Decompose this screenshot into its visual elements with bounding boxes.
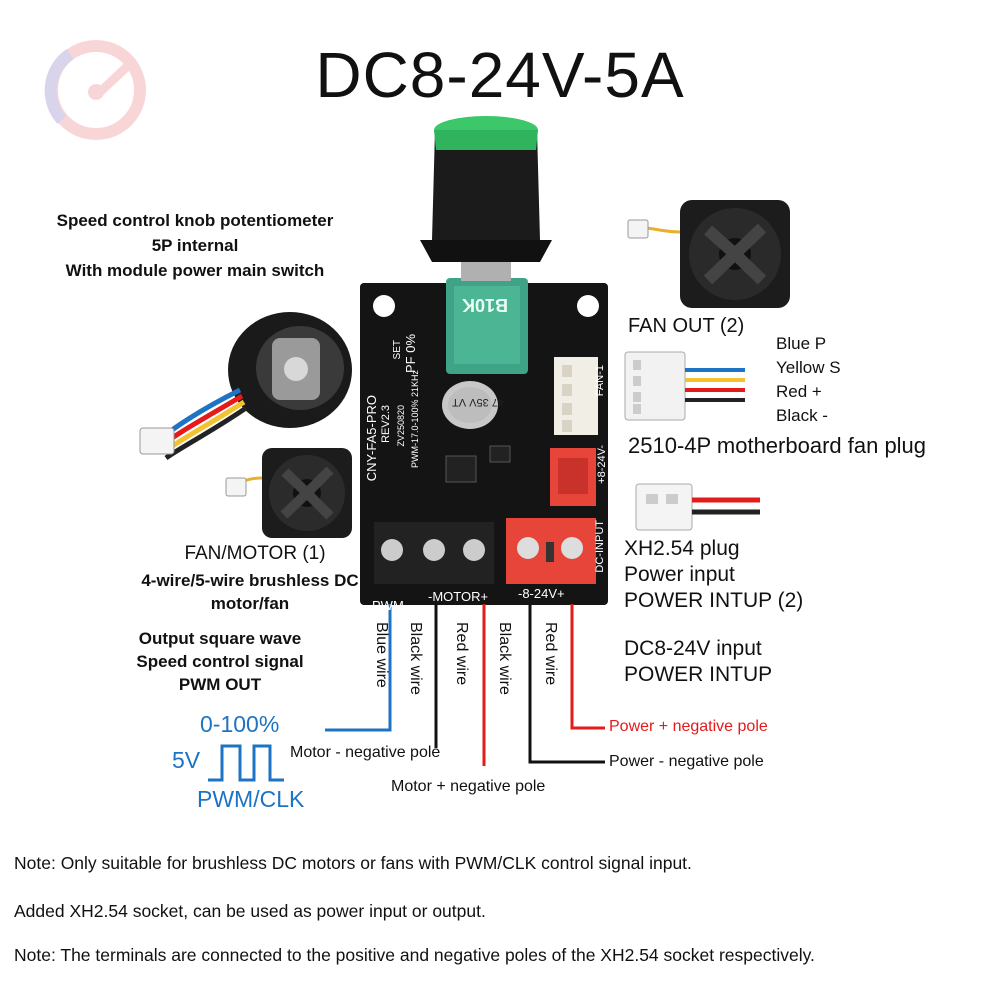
- fan-motor-description-line: 4-wire/5-wire brushless DC: [141, 571, 359, 590]
- page-title: DC8-24V-5A: [315, 39, 685, 111]
- pwm-controller-board: [360, 116, 608, 605]
- fan-out-label: FAN OUT (2): [628, 315, 745, 337]
- knob-description-line: Speed control knob potentiometer: [56, 211, 334, 230]
- power-negative-line: [528, 604, 605, 764]
- fan-motor-description: 4-wire/5-wire brushless DC motor/fan: [95, 569, 405, 615]
- pwm-voltage-label: 5V: [172, 747, 201, 773]
- fan-pin-red: Red +: [776, 382, 822, 401]
- fan-plug-label: 2510-4P motherboard fan plug: [628, 433, 927, 458]
- pwm-range-label: 0-100%: [200, 711, 280, 737]
- board-fan1-label: FAN-1: [594, 365, 606, 397]
- power-negative-pole-label: Power - negative pole: [609, 753, 764, 770]
- note-line-2: Added XH2.54 socket, can be used as powe…: [14, 901, 486, 921]
- capacitor-label: 47 35V VT: [452, 396, 504, 408]
- fan-motor-label: FAN/MOTOR (1): [184, 543, 326, 564]
- dc-input-description: DC8-24V input POWER INTUP: [624, 636, 772, 688]
- knob-description-line: 5P internal: [151, 236, 239, 255]
- wire-label-red-power: Red wire: [542, 622, 559, 686]
- pwm-line: [325, 604, 392, 732]
- board-model-label: CNY-FA5-PRO: [364, 395, 379, 482]
- dc-input-line: DC8-24V input: [624, 637, 762, 660]
- wire-label-red-motor: Red wire: [453, 622, 470, 686]
- board-rev-label: REV2.3: [380, 405, 392, 443]
- xh-plug-line: POWER INTUP (2): [624, 589, 804, 612]
- board-dc-input-label: DC-INPUT: [594, 520, 606, 573]
- wire-label-blue: Blue wire: [373, 622, 390, 688]
- xh254-plug-image: [635, 483, 760, 531]
- wire-label-black-power: Black wire: [496, 622, 513, 695]
- dc-input-line: POWER INTUP: [624, 663, 773, 686]
- note-line-1: Note: Only suitable for brushless DC mot…: [14, 853, 692, 873]
- power-positive-pole-label: Power + negative pole: [609, 718, 768, 735]
- connection-lines: [325, 604, 605, 766]
- board-code-label: ZV250820: [396, 405, 406, 447]
- xh-plug-line: Power input: [624, 563, 735, 586]
- small-fan-image-left: [225, 448, 352, 538]
- wire-label-black-motor: Black wire: [407, 622, 424, 695]
- pwm-name-label: PWM/CLK: [197, 786, 305, 812]
- board-motor-label: -MOTOR+: [428, 589, 489, 604]
- pwm-description: Output square wave Speed control signal …: [105, 627, 335, 696]
- fan-pin-yellow: Yellow S: [776, 358, 841, 377]
- potentiometer-label: B10K: [462, 295, 509, 315]
- fan-motor-description-line: motor/fan: [210, 594, 290, 613]
- pwm-description-line: Output square wave: [138, 629, 302, 648]
- fan-pin-blue: Blue P: [776, 334, 827, 353]
- brushless-motor-image: [139, 312, 352, 461]
- knob-description: Speed control knob potentiometer 5P inte…: [30, 208, 360, 283]
- small-fan-image-right: [627, 200, 790, 308]
- fan-plug-image: [624, 351, 745, 421]
- board-plus24-label: +8-24V-: [596, 445, 608, 484]
- xh-plug-line: XH2.54 plug: [624, 537, 740, 560]
- fan-pin-black: Black -: [776, 406, 828, 425]
- board-freq-label: PWM-17.0-100% 21KHz: [410, 370, 420, 469]
- fan-pin-list: Blue P Yellow S Red + Black -: [776, 332, 841, 428]
- brand-logo: [44, 40, 146, 140]
- board-power-label: -8-24V+: [518, 586, 565, 601]
- board-pwm-label: PWM: [372, 598, 404, 613]
- pwm-square-wave: [208, 744, 284, 782]
- knob-description-line: With module power main switch: [65, 261, 325, 280]
- note-line-3: Note: The terminals are connected to the…: [14, 945, 815, 965]
- xh-plug-description: XH2.54 plug Power input POWER INTUP (2): [624, 536, 803, 614]
- motor-negative-pole-label: Motor - negative pole: [290, 744, 441, 761]
- power-positive-line: [570, 604, 605, 730]
- pwm-description-line: PWM OUT: [178, 675, 262, 694]
- board-set-label: SET: [392, 340, 403, 360]
- pwm-description-line: Speed control signal: [136, 652, 304, 671]
- board-pf-label: PF 0%: [403, 334, 418, 374]
- motor-positive-pole-label: Motor + negative pole: [391, 778, 546, 795]
